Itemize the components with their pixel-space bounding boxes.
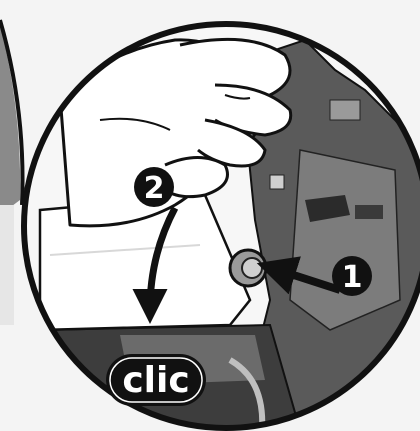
device-indicator <box>355 205 383 219</box>
device-tab <box>330 100 360 120</box>
clic-badge: clic <box>106 354 206 406</box>
step-number: 1 <box>342 260 363 295</box>
step-number: 2 <box>144 171 165 206</box>
adjacent-panel-fragment <box>0 20 23 325</box>
step-badge-2: 2 <box>134 167 174 207</box>
device-screw <box>270 175 284 189</box>
step-badge-1: 1 <box>332 256 372 296</box>
clic-label: clic <box>122 360 189 401</box>
device-panel <box>290 150 400 330</box>
release-button <box>230 250 266 286</box>
